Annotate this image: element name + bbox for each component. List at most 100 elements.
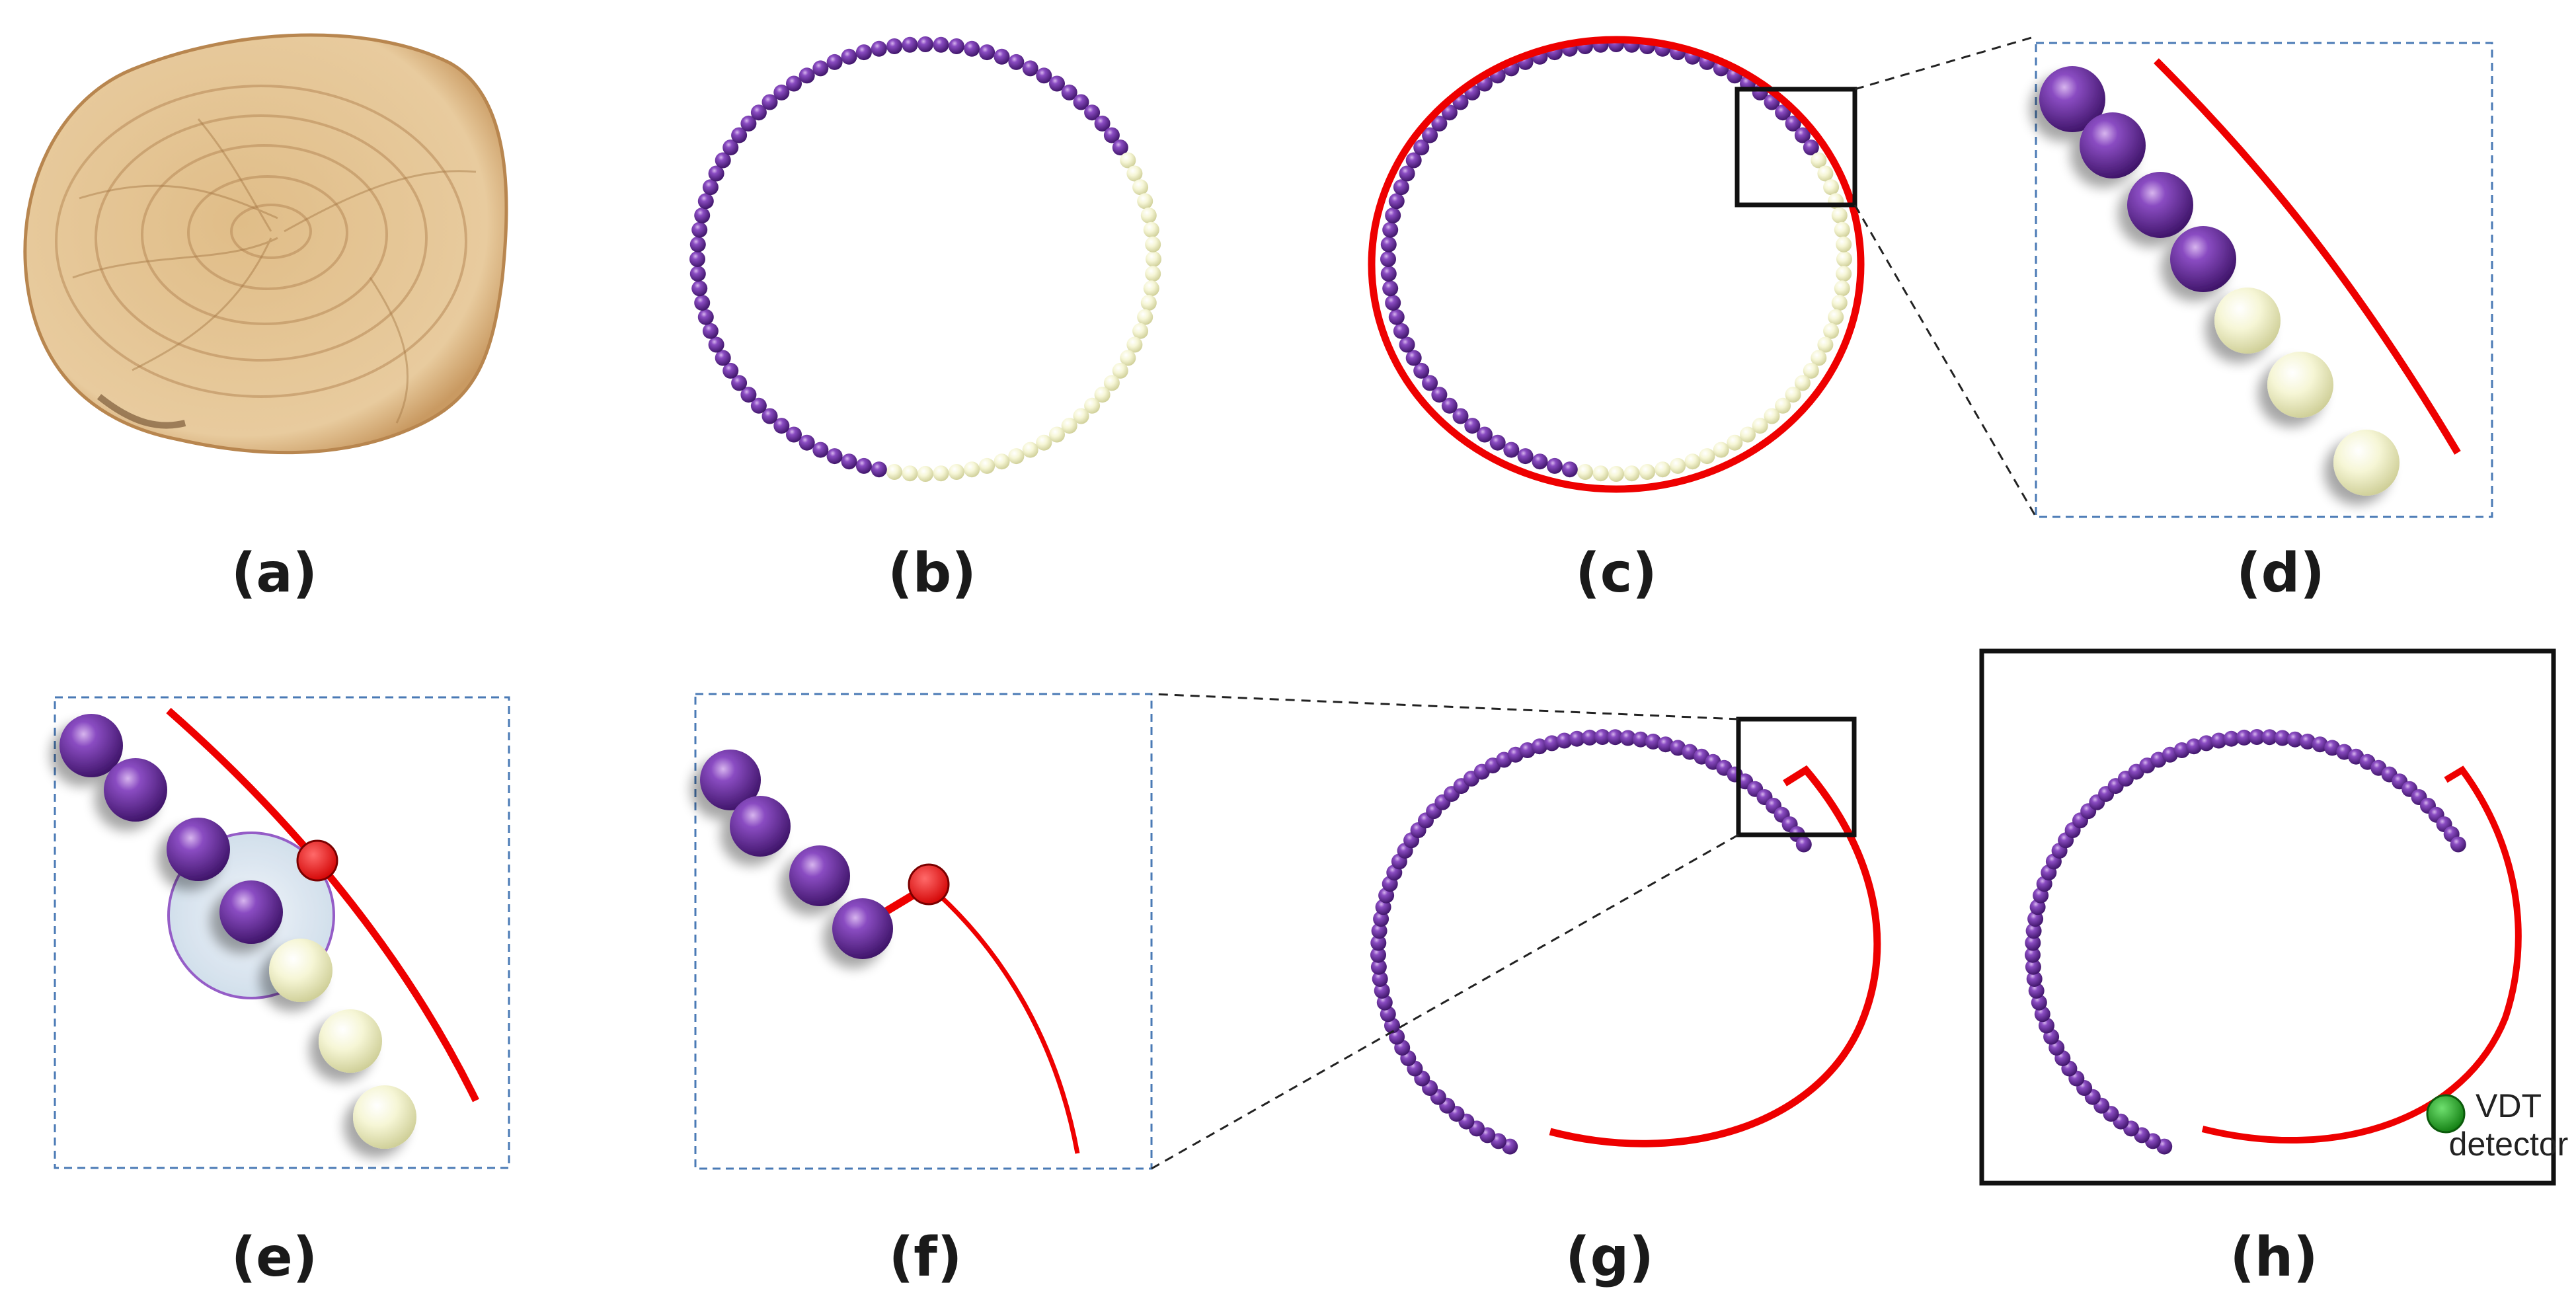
- panel-frame: [1979, 648, 2556, 1186]
- bead: [1823, 323, 1840, 339]
- bead: [855, 457, 872, 474]
- tree-cross-section-image: [23, 33, 508, 455]
- bead: [1084, 104, 1101, 121]
- bead: [855, 44, 872, 61]
- panel-d-label: (d): [2236, 542, 2325, 605]
- bead: [2127, 172, 2193, 238]
- bead: [1094, 115, 1111, 132]
- bead: [1561, 461, 1578, 478]
- bead: [1569, 730, 1585, 747]
- bead: [1592, 465, 1609, 482]
- detector-label-line1: VDT: [2476, 1087, 2542, 1124]
- bead: [1834, 280, 1850, 297]
- bead: [1577, 464, 1593, 480]
- bead: [1103, 375, 1120, 391]
- bead: [2080, 112, 2146, 178]
- bead: [1126, 336, 1143, 353]
- bead: [750, 104, 767, 121]
- bead: [2186, 738, 2202, 755]
- bead: [1137, 193, 1153, 210]
- bead: [1713, 442, 1729, 458]
- bead: [786, 75, 802, 92]
- bead: [886, 38, 902, 54]
- bead: [1831, 207, 1848, 223]
- bead: [1372, 971, 1388, 987]
- bead: [1828, 309, 1844, 325]
- bead: [269, 939, 332, 1002]
- bead: [2214, 288, 2281, 354]
- bead: [2026, 971, 2043, 987]
- bead: [167, 818, 230, 881]
- bead: [799, 434, 815, 451]
- bead: [1785, 115, 1801, 132]
- bead: [1146, 251, 1161, 267]
- bead: [979, 457, 995, 474]
- bead: [1785, 387, 1801, 403]
- bead: [1388, 309, 1405, 325]
- panel-e-label: (e): [231, 1226, 318, 1289]
- bead: [841, 48, 857, 65]
- bead: [2312, 736, 2328, 753]
- bead: [789, 845, 850, 906]
- contour-segment: [2201, 765, 2522, 1143]
- bead: [697, 309, 714, 325]
- zoom-connector: [1151, 833, 1739, 1170]
- bead-ring: [1370, 729, 1812, 1155]
- bead: [2025, 923, 2042, 939]
- bead: [871, 40, 887, 57]
- bead: [1380, 236, 1397, 252]
- detector-label-line2: detector: [2449, 1126, 2569, 1163]
- bead: [761, 408, 778, 424]
- bead: [691, 280, 708, 297]
- bead: [1373, 911, 1389, 927]
- bead: [1794, 127, 1811, 143]
- bead-ring: [689, 36, 1161, 482]
- bead: [1036, 67, 1052, 84]
- bead: [812, 60, 829, 77]
- bead: [933, 36, 949, 53]
- bead: [2249, 729, 2265, 745]
- bead: [1382, 221, 1399, 238]
- panel-g-label: (g): [1565, 1226, 1654, 1289]
- bead: [2299, 733, 2316, 750]
- panel-b: (b): [689, 36, 1161, 605]
- vdt-detector-icon: [2426, 1094, 2466, 1134]
- bead: [1836, 236, 1852, 252]
- bead: [1022, 442, 1038, 458]
- panel-f-label: (f): [889, 1226, 962, 1289]
- bead: [1073, 94, 1089, 110]
- bead: [1836, 266, 1852, 282]
- bead: [1422, 375, 1438, 391]
- bead: [1608, 466, 1624, 482]
- bead: [353, 1085, 416, 1149]
- bead: [1385, 207, 1401, 223]
- bead: [1022, 60, 1038, 77]
- bead: [722, 139, 739, 156]
- bead: [1137, 309, 1153, 325]
- panel-f: (f): [694, 693, 1153, 1289]
- bead: [1620, 730, 1636, 746]
- bead: [1143, 221, 1159, 238]
- bead: [740, 115, 757, 132]
- bead: [2333, 430, 2400, 496]
- bead: [1811, 350, 1827, 366]
- bead: [826, 448, 843, 465]
- bead: [1519, 742, 1536, 758]
- bead: [1684, 453, 1701, 470]
- bead: [964, 40, 980, 57]
- bead: [1049, 426, 1065, 443]
- bead: [786, 426, 802, 443]
- zoom-box: [694, 693, 1153, 1170]
- panel-b-label: (b): [888, 542, 976, 605]
- bead: [1775, 104, 1791, 121]
- bead: [691, 221, 708, 238]
- bead: [1094, 387, 1111, 403]
- bead: [773, 418, 790, 434]
- bead: [1370, 958, 1387, 975]
- bead: [740, 387, 757, 403]
- bead: [2025, 947, 2041, 963]
- bead: [1464, 418, 1481, 434]
- bead: [2039, 66, 2105, 132]
- bead: [59, 714, 123, 777]
- bead: [2223, 730, 2240, 747]
